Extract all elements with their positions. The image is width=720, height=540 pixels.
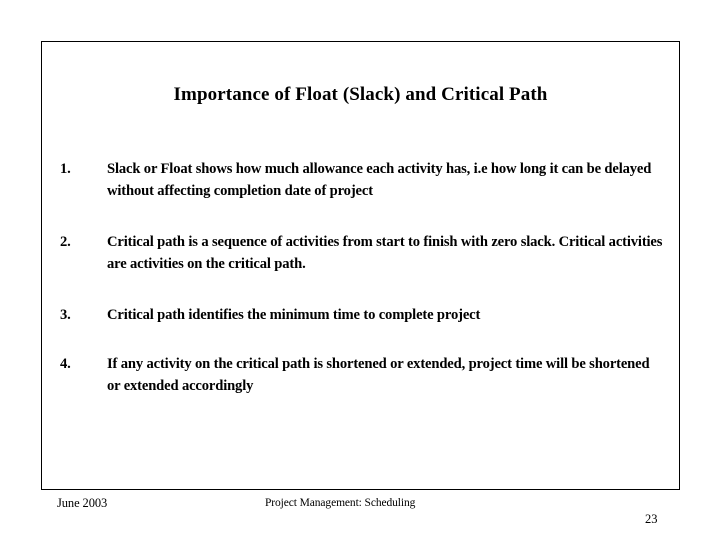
footer-date: June 2003	[57, 496, 108, 510]
footer-subject: Project Management: Scheduling	[265, 497, 416, 509]
list-item: 2. Critical path is a sequence of activi…	[60, 231, 664, 275]
numbered-bullet-list: 1. Slack or Float shows how much allowan…	[60, 158, 664, 426]
list-item-number: 1.	[60, 161, 71, 177]
list-item: 4. If any activity on the critical path …	[60, 353, 664, 397]
page-title: Importance of Float (Slack) and Critical…	[173, 84, 548, 105]
list-item-text: If any activity on the critical path is …	[107, 356, 650, 394]
page-number: 23	[645, 512, 658, 526]
list-item: 1. Slack or Float shows how much allowan…	[60, 158, 664, 202]
list-item: 3. Critical path identifies the minimum …	[60, 304, 664, 326]
list-item-number: 2.	[60, 234, 71, 250]
list-item-number: 3.	[60, 307, 71, 323]
list-item-text: Slack or Float shows how much allowance …	[107, 161, 652, 199]
list-item-text: Critical path identifies the minimum tim…	[107, 307, 481, 323]
slide-content-frame: Importance of Float (Slack) and Critical…	[41, 41, 680, 490]
slide-footer: June 2003 Project Management: Scheduling…	[0, 492, 720, 540]
list-item-text: Critical path is a sequence of activitie…	[107, 234, 663, 272]
list-item-number: 4.	[60, 356, 71, 372]
